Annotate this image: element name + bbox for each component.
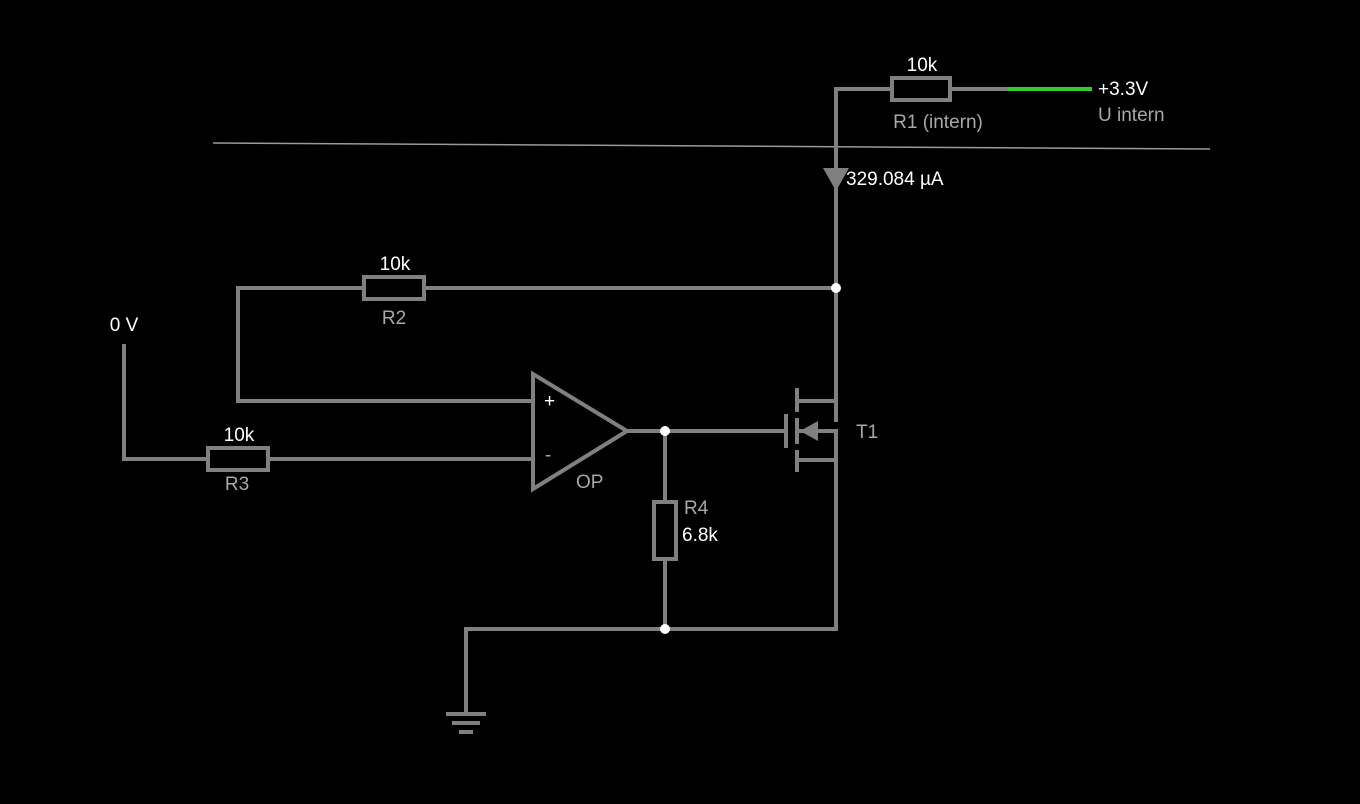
opamp-minus: - (545, 445, 551, 466)
r2-branch: 10k R2 (236, 254, 838, 403)
r2-resistor[interactable] (362, 275, 426, 301)
r1-label: R1 (intern) (893, 112, 983, 133)
r3-label: R3 (225, 474, 249, 495)
r3-value: 10k (224, 425, 255, 446)
ground-icon[interactable] (446, 712, 486, 734)
supply-label: U intern (1098, 105, 1165, 126)
junction-node (831, 283, 841, 293)
supply-value: +3.3V (1098, 79, 1149, 100)
r4-value: 6.8k (682, 525, 718, 546)
r1-value: 10k (907, 55, 938, 76)
input-value: 0 V (110, 315, 139, 336)
r3-resistor[interactable] (206, 446, 270, 472)
input-terminal[interactable] (122, 344, 210, 461)
opamp-triangle-icon (531, 370, 631, 493)
opamp-output: R4 6.8k (625, 429, 786, 631)
ground-branch (446, 627, 838, 734)
junction-node (660, 624, 670, 634)
t1-arrow-icon (800, 421, 818, 441)
r1-branch: 10k R1 (intern) +3.3V U intern (834, 55, 1165, 422)
opamp-plus: + (544, 391, 555, 412)
r4-resistor[interactable] (652, 500, 678, 561)
divider-line (212, 142, 1211, 150)
r1-resistor[interactable] (890, 76, 952, 102)
junction-node (660, 426, 670, 436)
r4-label: R4 (684, 498, 709, 519)
t1-transistor[interactable]: T1 (784, 388, 878, 631)
current-arrow-icon (823, 168, 849, 191)
opamp[interactable]: + - OP (531, 370, 631, 493)
opamp-label: OP (576, 472, 603, 493)
r2-label: R2 (382, 308, 406, 329)
current-readout: 329.084 µA (846, 169, 944, 190)
r2-value: 10k (380, 254, 411, 275)
t1-label: T1 (856, 422, 878, 443)
r3-branch: 10k R3 0 V (110, 315, 534, 495)
current-meter[interactable]: 329.084 µA (823, 168, 944, 191)
